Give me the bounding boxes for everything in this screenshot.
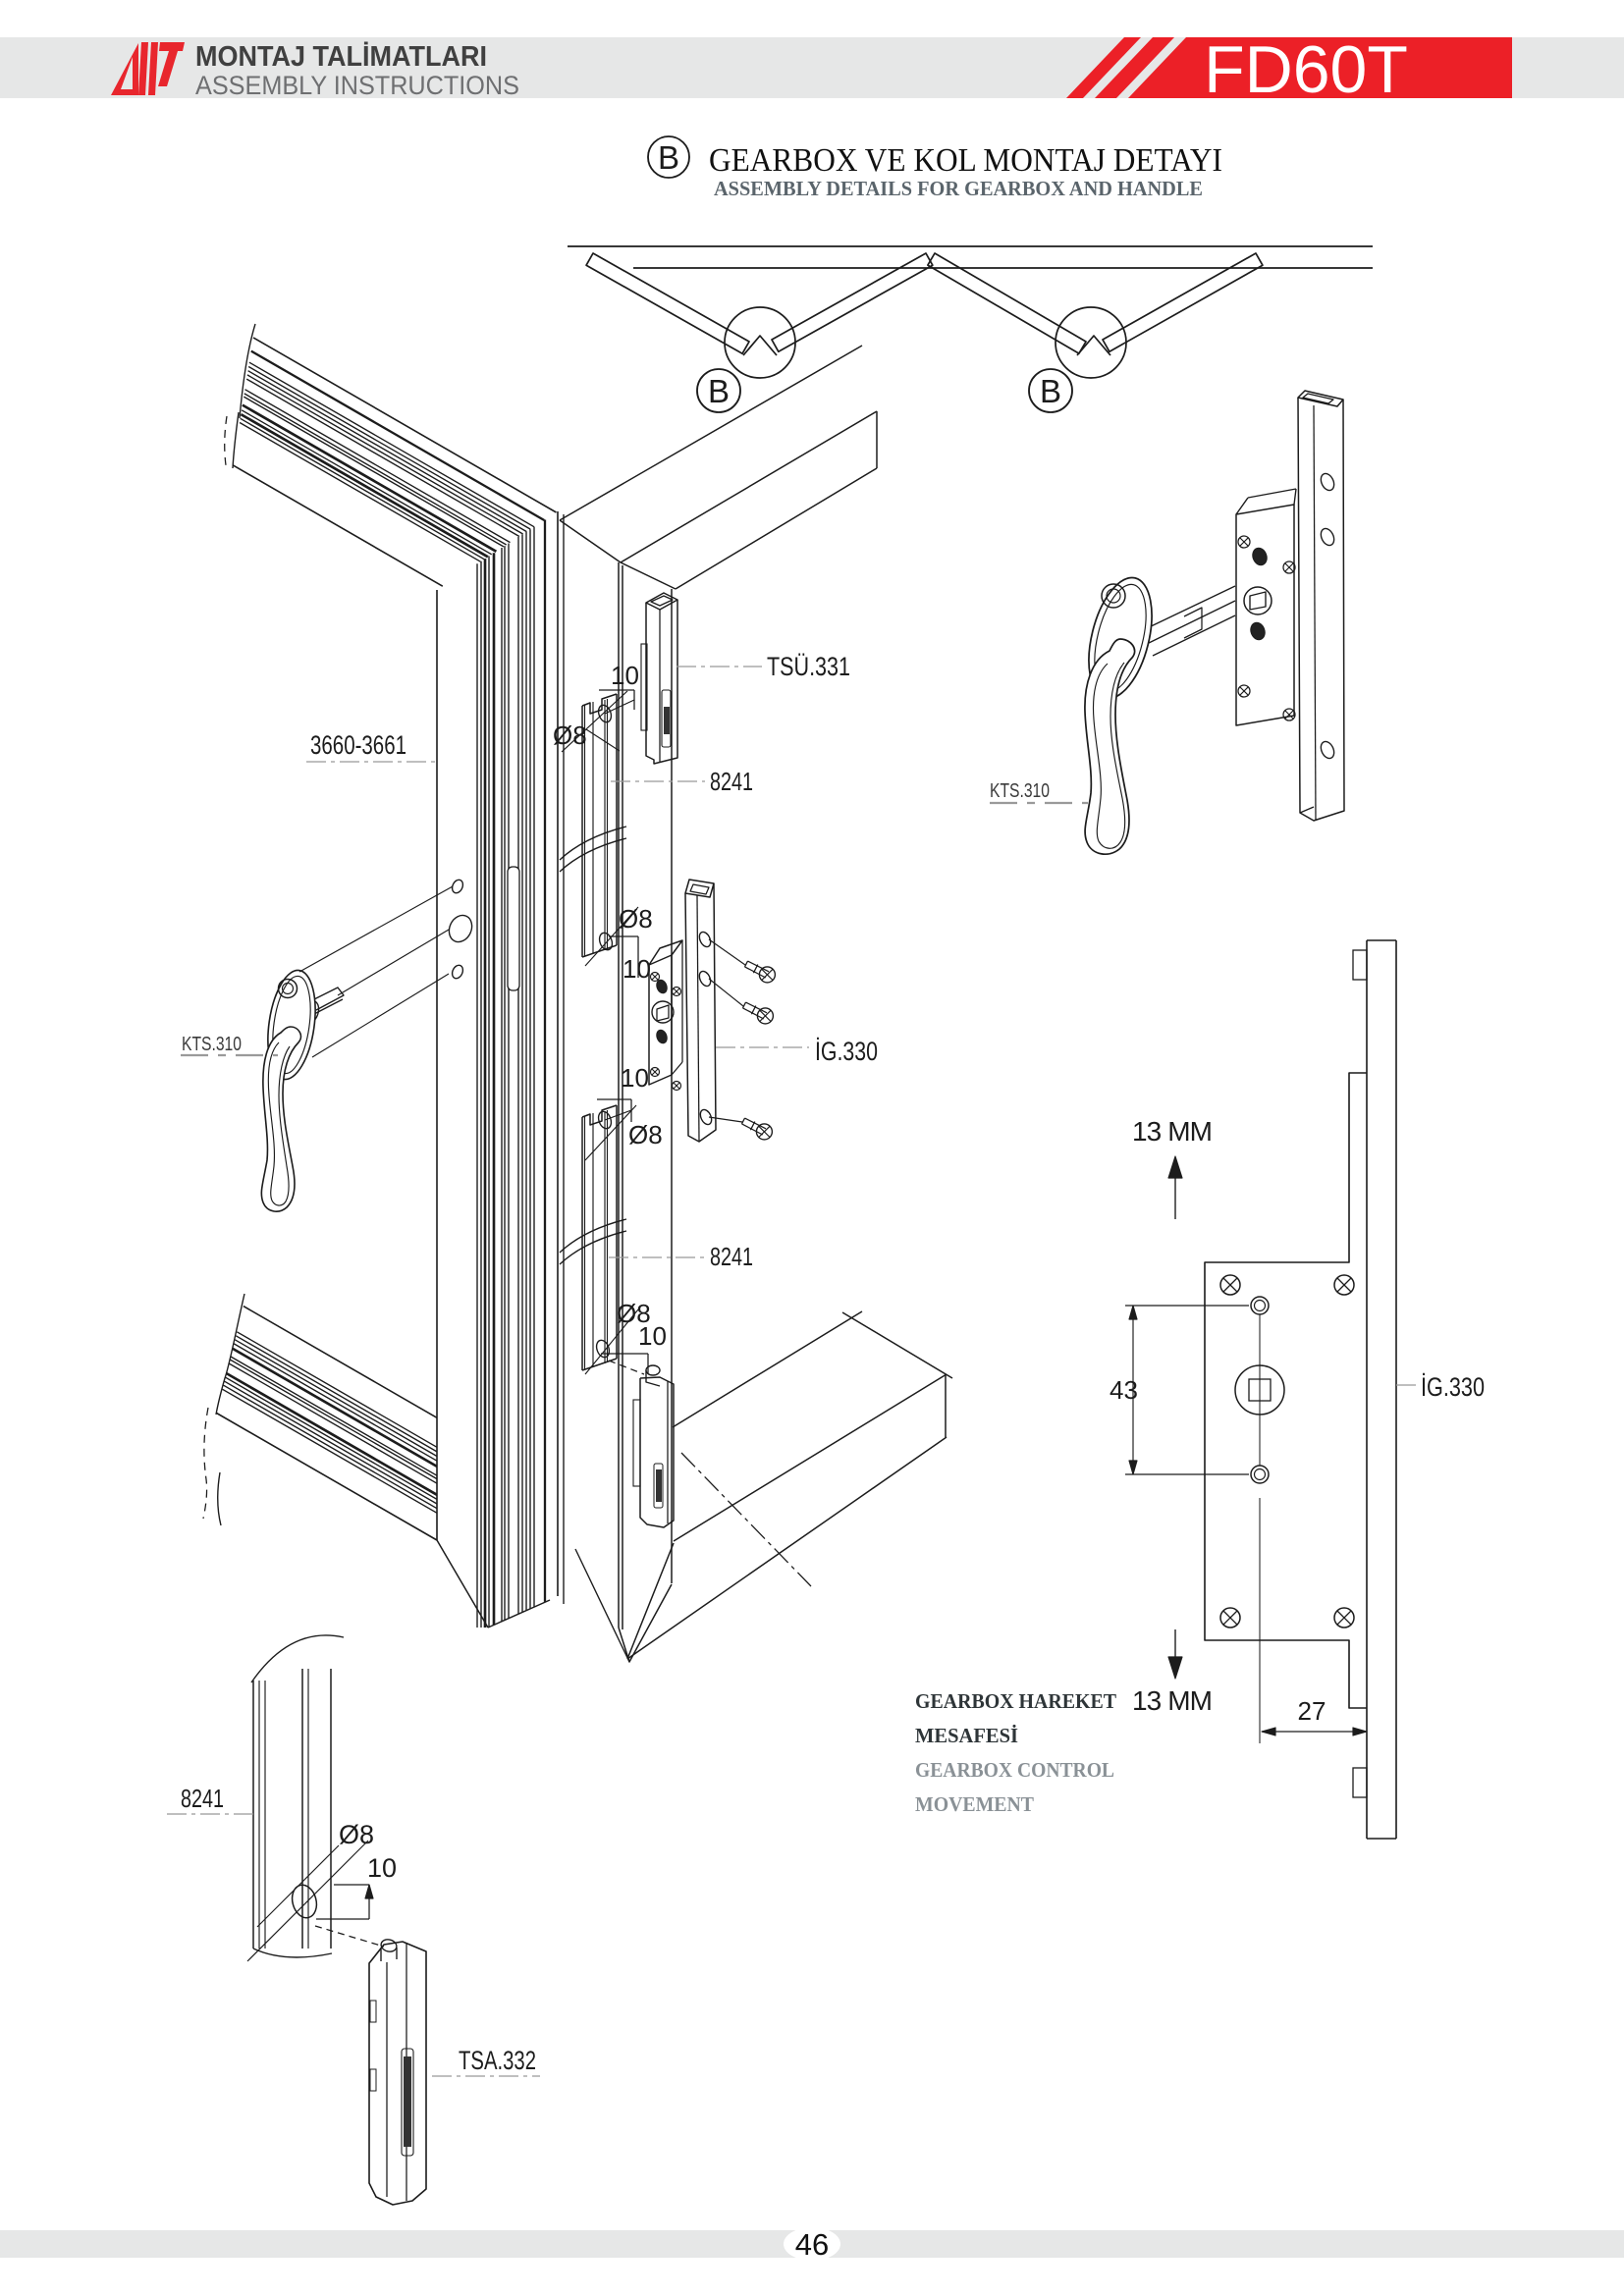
svg-text:ASSEMBLY DETAILS FOR GEARBOX A: ASSEMBLY DETAILS FOR GEARBOX AND HANDLE xyxy=(714,177,1203,200)
svg-text:GEARBOX VE KOL MONTAJ DETAYI: GEARBOX VE KOL MONTAJ DETAYI xyxy=(709,142,1222,179)
svg-text:43: 43 xyxy=(1110,1375,1138,1405)
svg-text:8241: 8241 xyxy=(710,767,753,796)
svg-text:MONTAJ TALİMATLARI: MONTAJ TALİMATLARI xyxy=(195,41,487,73)
svg-text:13 MM: 13 MM xyxy=(1132,1116,1213,1147)
svg-text:46: 46 xyxy=(795,2227,829,2262)
svg-text:10: 10 xyxy=(623,954,651,984)
svg-text:Ø8: Ø8 xyxy=(619,904,653,934)
svg-text:10: 10 xyxy=(611,661,639,690)
svg-text:10: 10 xyxy=(367,1853,397,1883)
svg-text:İG.330: İG.330 xyxy=(815,1036,878,1066)
svg-text:10: 10 xyxy=(638,1321,667,1351)
svg-text:13 MM: 13 MM xyxy=(1132,1685,1213,1716)
svg-text:10: 10 xyxy=(621,1063,649,1093)
svg-text:3660-3661: 3660-3661 xyxy=(310,730,406,760)
svg-text:B: B xyxy=(1040,373,1061,409)
svg-text:MOVEMENT: MOVEMENT xyxy=(915,1792,1034,1816)
svg-text:MESAFESİ: MESAFESİ xyxy=(915,1724,1018,1747)
svg-text:Ø8: Ø8 xyxy=(553,721,587,750)
svg-text:8241: 8241 xyxy=(710,1242,753,1271)
svg-text:KTS.310: KTS.310 xyxy=(182,1034,242,1055)
svg-text:Ø8: Ø8 xyxy=(339,1820,374,1849)
svg-text:TSÜ.331: TSÜ.331 xyxy=(767,652,850,681)
svg-text:GEARBOX CONTROL: GEARBOX CONTROL xyxy=(915,1758,1114,1782)
svg-text:FD60T: FD60T xyxy=(1204,32,1408,107)
svg-text:B: B xyxy=(658,139,679,176)
svg-text:TSA.332: TSA.332 xyxy=(459,2046,536,2075)
svg-text:Ø8: Ø8 xyxy=(617,1299,651,1328)
svg-text:GEARBOX HAREKET: GEARBOX HAREKET xyxy=(915,1689,1116,1713)
svg-text:ASSEMBLY INSTRUCTIONS: ASSEMBLY INSTRUCTIONS xyxy=(195,71,519,100)
svg-text:KTS.310: KTS.310 xyxy=(990,780,1050,802)
svg-text:Ø8: Ø8 xyxy=(628,1120,663,1149)
svg-text:27: 27 xyxy=(1298,1696,1326,1726)
svg-text:İG.330: İG.330 xyxy=(1421,1371,1485,1402)
svg-text:B: B xyxy=(708,373,730,409)
svg-text:8241: 8241 xyxy=(181,1784,224,1813)
